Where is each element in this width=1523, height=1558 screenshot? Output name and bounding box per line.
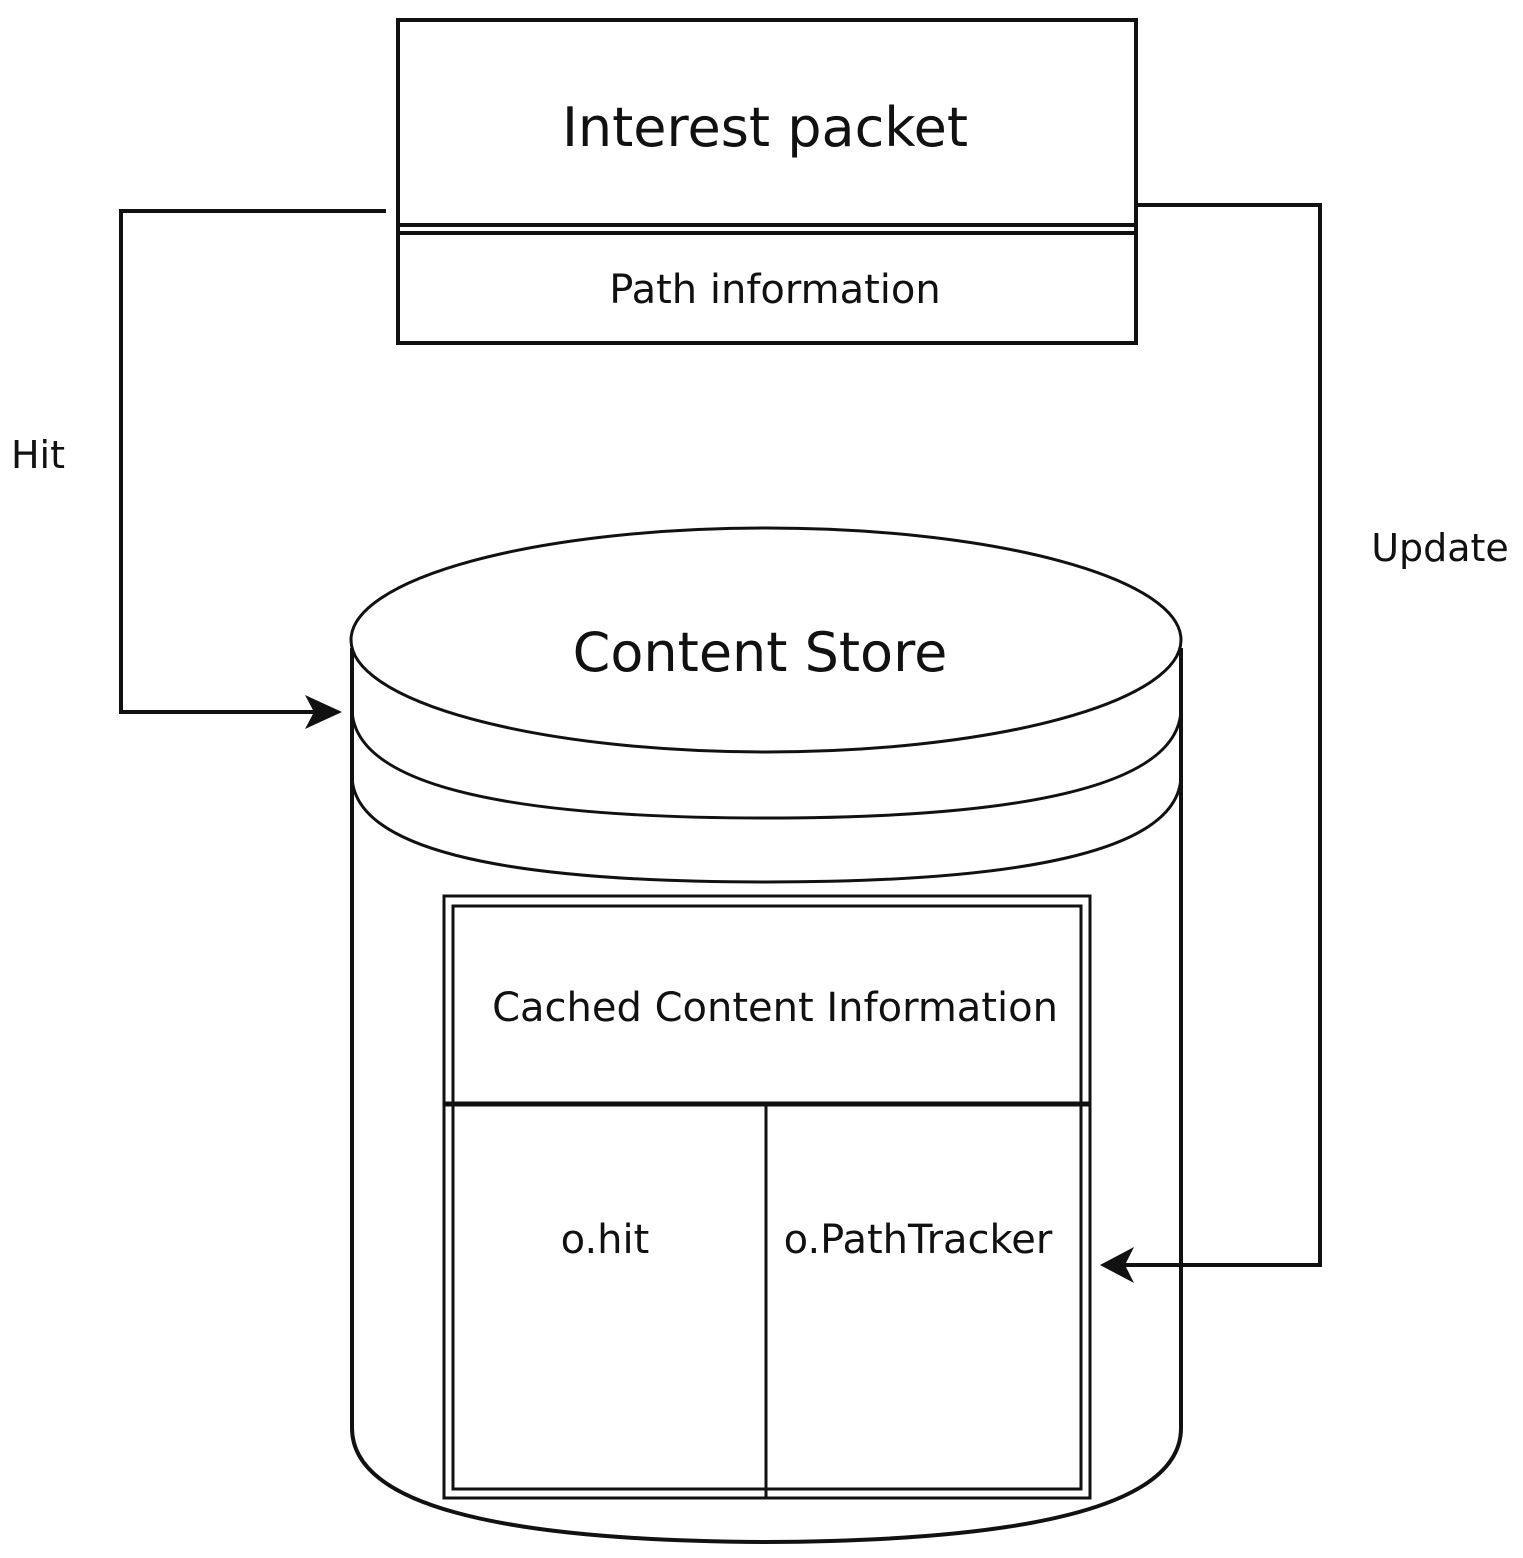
hit-arrowhead (305, 695, 342, 729)
cached-content-table[interactable] (442, 894, 1092, 1500)
update-arrowhead (1100, 1247, 1134, 1283)
o-pathtracker-cell: o.PathTracker (783, 1217, 1053, 1263)
content-store-title: Content Store (572, 621, 948, 684)
cached-content-header: Cached Content Information (492, 985, 1058, 1031)
interest-packet-title: Interest packet (561, 96, 969, 159)
update-edge (1100, 203, 1322, 1283)
update-edge-label: Update (1371, 526, 1509, 570)
interest-packet-box[interactable] (396, 18, 1138, 345)
hit-edge-label: Hit (10, 433, 66, 477)
content-store-cylinder[interactable] (349, 526, 1183, 1545)
o-hit-cell: o.hit (560, 1217, 650, 1263)
hit-edge (119, 209, 386, 729)
path-information-label: Path information (609, 267, 941, 313)
